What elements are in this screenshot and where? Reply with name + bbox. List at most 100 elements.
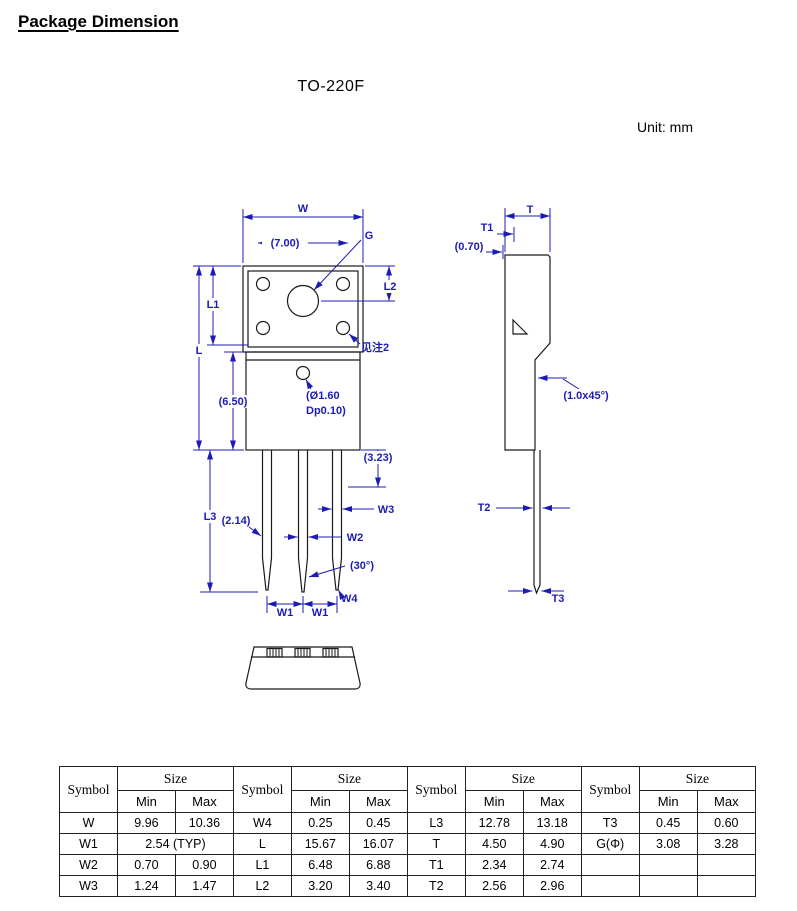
dim-label-2-14: (2.14) [222,515,251,527]
value-cell [638,854,698,876]
value-cell: 3.08 [638,833,698,855]
value-cell: 3.28 [696,833,757,855]
dim-label-l2: L2 [384,281,397,293]
symbol-cell: L3 [406,812,466,834]
value-cell: 1.24 [116,875,176,897]
symbol-cell: W3 [59,875,118,897]
dim-label-t2: T2 [478,502,491,514]
value-cell: 2.54 (TYP) [116,833,234,855]
value-cell: 2.74 [522,854,582,876]
value-cell: 13.18 [522,812,582,834]
value-cell [696,875,757,897]
symbol-cell: T2 [406,875,466,897]
col-header-max: Max [522,790,582,813]
col-header-size: Size [638,766,757,791]
corner-hole [255,320,271,336]
dim-label-w3: W3 [378,504,395,516]
package-type-label: TO-220F [297,78,365,95]
col-header-symbol: Symbol [580,766,640,813]
col-header-size: Size [464,766,582,791]
symbol-cell: W4 [232,812,292,834]
col-header-min: Min [290,790,350,813]
value-cell: 15.67 [290,833,350,855]
symbol-cell: T3 [580,812,640,834]
symbol-cell: L2 [232,875,292,897]
dim-label-t: T [527,204,534,216]
col-header-max: Max [174,790,234,813]
dim-label-t1: T1 [481,222,494,234]
dimension-table: Symbol Size Symbol Size Symbol Size Symb… [59,766,757,897]
symbol-cell: L [232,833,292,855]
value-cell: 9.96 [116,812,176,834]
dim-label-3-23: (3.23) [364,452,393,464]
value-cell: 6.88 [348,854,408,876]
label-masks [191,236,401,523]
dim-label-w4: W4 [341,593,358,605]
lead-middle [297,450,309,593]
table-header-row-1: Symbol Size Symbol Size Symbol Size Symb… [59,766,757,813]
symbol-cell: T1 [406,854,466,876]
tab-outline [242,265,364,353]
dim-label-l: L [196,345,203,357]
body-dimple-hole [295,365,311,381]
value-cell: 1.47 [174,875,234,897]
front-view [242,265,364,593]
col-header-min: Min [464,790,524,813]
dim-label-7-00: (7.00) [271,238,300,250]
value-cell: 4.50 [464,833,524,855]
col-header-symbol: Symbol [232,766,292,813]
symbol-cell: L1 [232,854,292,876]
corner-hole [335,276,351,292]
value-cell: 2.56 [464,875,524,897]
dim-label-t3: T3 [552,593,565,605]
value-cell: 2.96 [522,875,582,897]
value-cell: 3.20 [290,875,350,897]
unit-label: Unit: mm [637,119,693,135]
value-cell: 6.48 [290,854,350,876]
lead-right [331,450,343,591]
dim-label-w2: W2 [347,532,364,544]
package-dimension-drawing: W (7.00) G L2 L1 L 见注2 (Ø1.60 Dp0.10) (6… [191,203,609,690]
symbol-cell: W1 [59,833,118,855]
symbol-cell: W [59,812,118,834]
symbol-cell [580,875,640,897]
value-cell: 12.78 [464,812,524,834]
side-view [504,254,551,595]
value-cell: 3.40 [348,875,408,897]
value-cell [638,875,698,897]
col-header-min: Min [638,790,698,813]
dim-label-30deg: (30°) [350,560,374,572]
col-header-symbol: Symbol [59,766,118,813]
symbol-cell [580,854,640,876]
col-header-max: Max [348,790,408,813]
value-cell: 0.70 [116,854,176,876]
col-header-size: Size [290,766,408,791]
dim-label-w1-left: W1 [277,607,294,619]
corner-hole [335,320,351,336]
dimension-labels: W (7.00) G L2 L1 L 见注2 (Ø1.60 Dp0.10) (6… [196,203,609,619]
see-note-2-label: 见注2 [361,340,389,354]
value-cell: 0.60 [696,812,757,834]
value-cell: 4.90 [522,833,582,855]
dim-label-chamfer: (1.0x45°) [563,390,609,402]
dim-label-6-50: (6.50) [219,396,248,408]
dimension-lines [193,208,580,613]
tab-inner-outline [247,270,359,348]
side-body-outline [504,254,551,451]
value-cell: 2.34 [464,854,524,876]
table-header-row-2: Min Max Min Max Min Max Min Max [60,790,757,813]
dim-label-0-70: (0.70) [455,241,484,253]
side-lead [533,450,541,595]
col-header-min: Min [116,790,176,813]
hole-callout-line2: Dp0.10) [306,405,346,417]
lead-left [261,450,273,591]
page-title: Package Dimension [18,12,179,31]
bottom-view [245,646,361,690]
value-cell: 10.36 [174,812,234,834]
col-header-size: Size [116,766,234,791]
dim-label-g: G [365,230,374,242]
